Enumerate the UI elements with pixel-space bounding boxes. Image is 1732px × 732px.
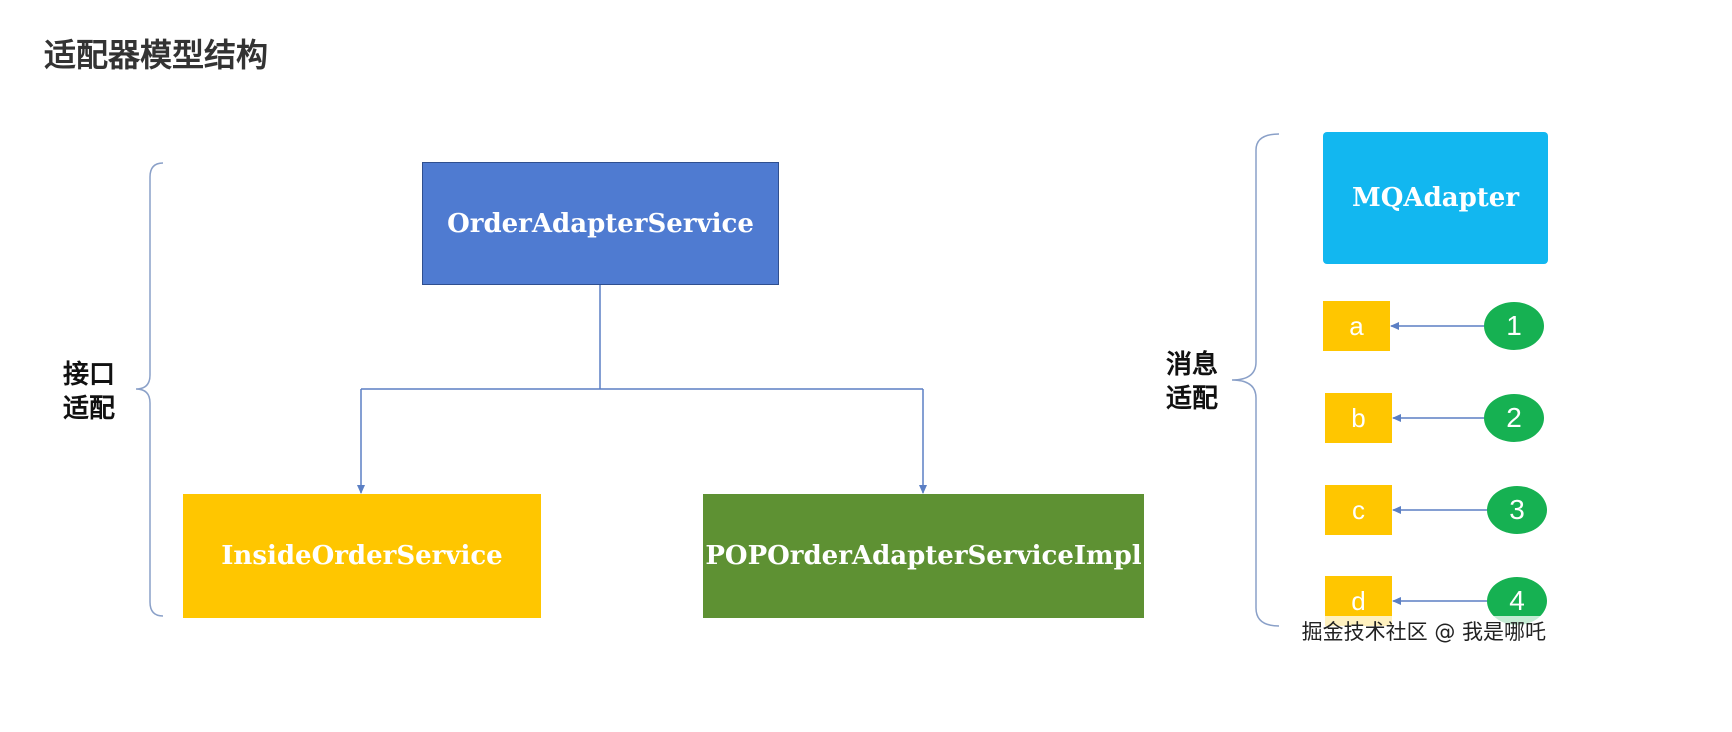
message-label-line1: 消息 <box>1166 350 1219 380</box>
page-title: 适配器模型结构 <box>44 36 269 74</box>
inside-order-service-node[interactable]: InsideOrderService <box>183 494 541 618</box>
watermark: 掘金技术社区 @ 我是哪吒 <box>1299 616 1548 646</box>
message-adapter-label: 消息 适配 <box>1166 348 1218 416</box>
interface-label-line2: 适配 <box>63 394 116 424</box>
interface-label-line1: 接口 <box>63 360 116 390</box>
message-label-line2: 适配 <box>1166 384 1219 414</box>
message-box-a[interactable]: a <box>1323 301 1390 351</box>
order-adapter-service-node[interactable]: OrderAdapterService <box>422 162 779 285</box>
message-box-b[interactable]: b <box>1325 393 1392 443</box>
connector-layer <box>135 133 1487 627</box>
interface-brace <box>135 162 164 617</box>
pop-order-adapter-service-impl-node[interactable]: POPOrderAdapterServiceImpl <box>703 494 1144 618</box>
mq-adapter-node[interactable]: MQAdapter <box>1323 132 1548 264</box>
message-source-3[interactable]: 3 <box>1487 486 1547 534</box>
interface-adapter-label: 接口 适配 <box>63 358 115 426</box>
message-box-c[interactable]: c <box>1325 485 1392 535</box>
message-source-1[interactable]: 1 <box>1484 302 1544 350</box>
message-brace <box>1231 133 1280 627</box>
message-source-2[interactable]: 2 <box>1484 394 1544 442</box>
